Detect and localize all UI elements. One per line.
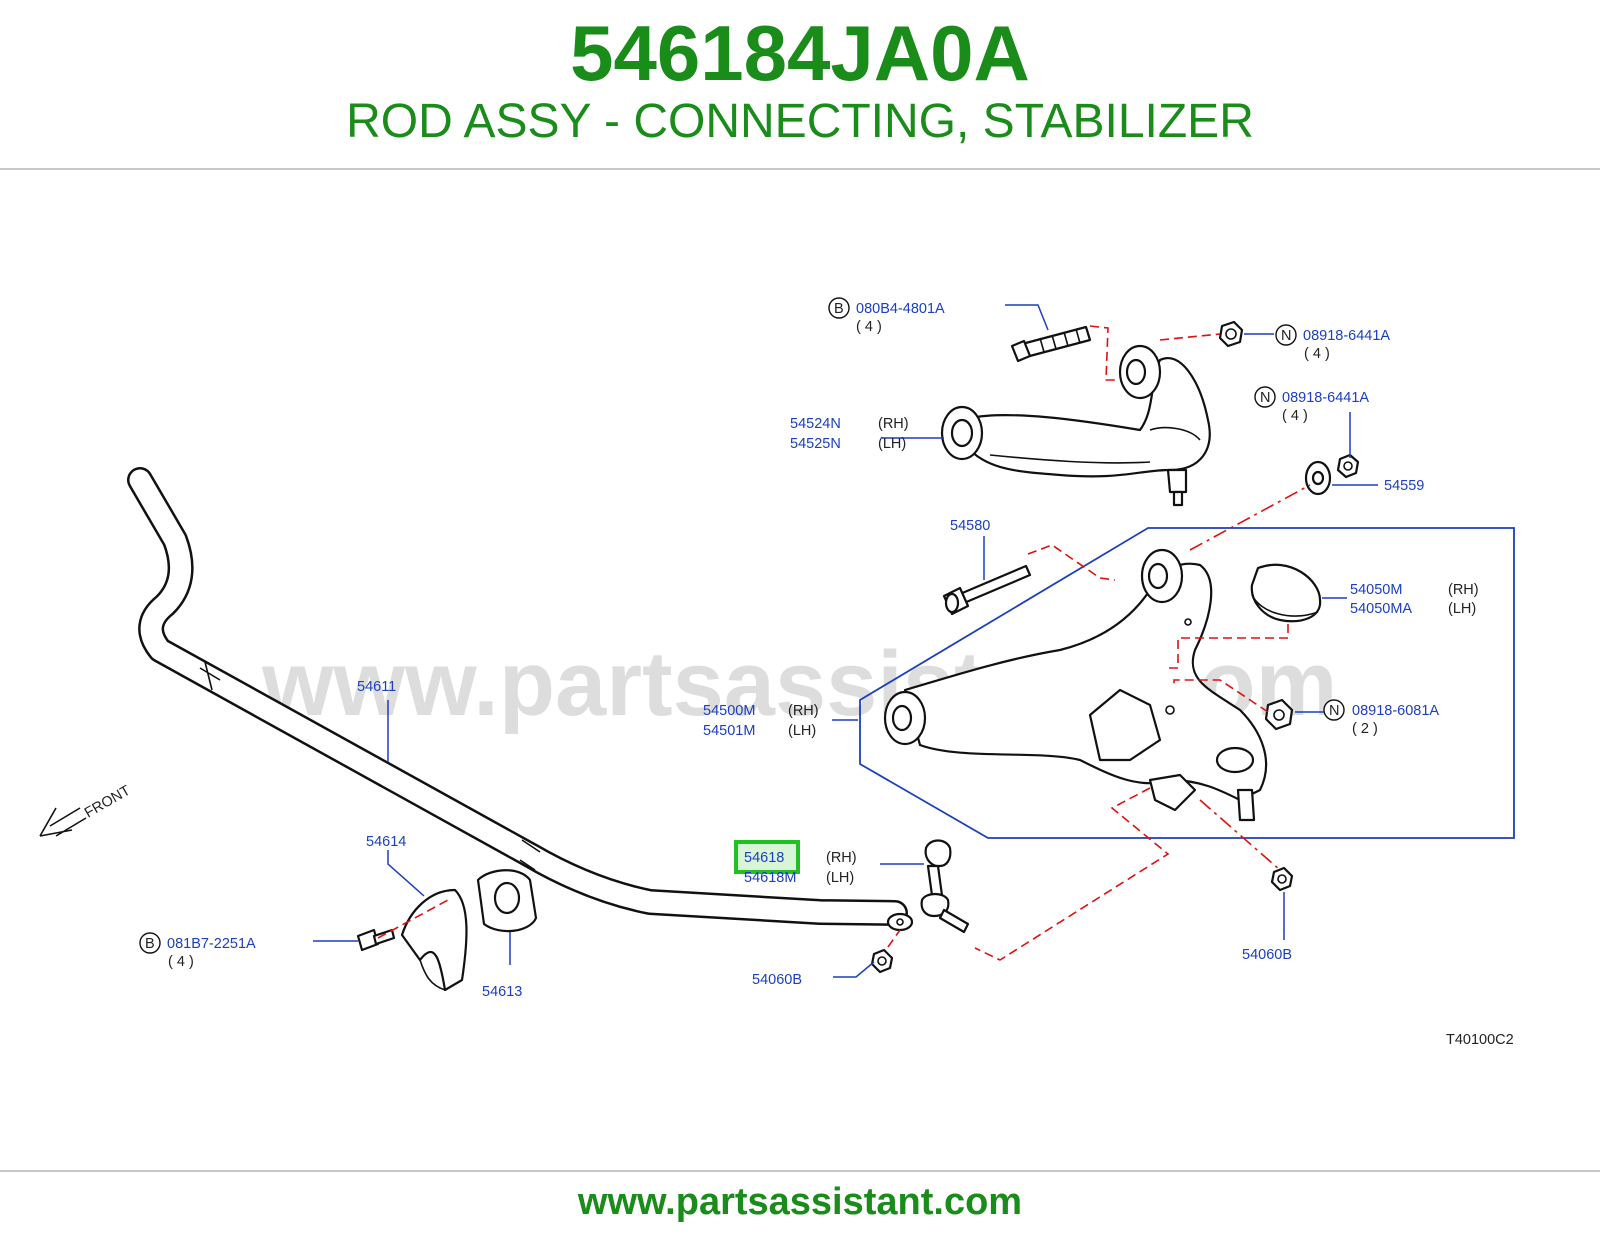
callout-qty: ( 4 ) — [168, 954, 194, 970]
stabilizer-bar[interactable] — [127, 467, 914, 932]
callout-54559[interactable]: 54559 — [1384, 478, 1424, 494]
callout-number: 54559 — [1384, 478, 1424, 494]
upper-arm-nut[interactable] — [1218, 320, 1244, 348]
lower-arm-frame — [859, 527, 1515, 839]
callout-side: (RH) — [826, 850, 857, 866]
callout-number: 54500M — [703, 703, 755, 719]
callout-number: 08918-6441A — [1303, 328, 1390, 344]
callout-side: (LH) — [878, 436, 906, 452]
callout-number: 080B4-4801A — [856, 301, 945, 317]
callout-54618m[interactable]: 54618M (LH) — [744, 870, 854, 886]
callout-08918-6081a[interactable]: N 08918-6081A ( 2 ) — [1323, 699, 1439, 737]
callout-number: 54618 — [744, 850, 784, 866]
callout-side: (RH) — [788, 703, 819, 719]
callout-number: 08918-6081A — [1352, 703, 1439, 719]
callout-54611[interactable]: 54611 — [357, 679, 396, 695]
rod-nut-left[interactable] — [870, 948, 894, 974]
callout-number: 54060B — [1242, 947, 1292, 963]
callout-54614[interactable]: 54614 — [366, 834, 406, 850]
figure-code: T40100C2 — [1446, 1032, 1514, 1048]
access-cover[interactable] — [1250, 563, 1322, 623]
callout-side: (LH) — [826, 870, 854, 886]
callout-54060b-left[interactable]: 54060B — [752, 972, 802, 988]
callout-54060b-right[interactable]: 54060B — [1242, 947, 1292, 963]
svg-text:N: N — [1329, 703, 1339, 719]
callout-54618-highlighted[interactable]: 54618 (RH) — [734, 840, 857, 874]
callout-qty: ( 2 ) — [1352, 721, 1378, 737]
callout-number: 54524N — [790, 416, 841, 432]
bolt-mark-icon — [828, 297, 850, 319]
nut-mark-icon — [1254, 386, 1276, 408]
svg-text:N: N — [1281, 328, 1291, 344]
lower-control-arm[interactable] — [883, 548, 1268, 822]
page-header: 546184JA0A ROD ASSY - CONNECTING, STABIL… — [0, 0, 1600, 170]
assembly-lines — [377, 325, 1311, 961]
callout-number: 54501M — [703, 723, 755, 739]
callout-qty: ( 4 ) — [856, 319, 882, 335]
callout-number: 54618M — [744, 870, 796, 886]
header-divider — [0, 168, 1600, 170]
footer-divider — [0, 1170, 1600, 1172]
footer-link[interactable]: www.partsassistant.com — [577, 1181, 1023, 1223]
part-number-title: 546184JA0A — [570, 9, 1030, 97]
callout-080b4[interactable]: B 080B4-4801A ( 4 ) — [828, 297, 945, 335]
callout-54613[interactable]: 54613 — [482, 984, 522, 1000]
callout-qty: ( 4 ) — [1304, 346, 1330, 362]
upper-arm-group — [940, 320, 1360, 507]
callout-number: 081B7-2251A — [167, 936, 256, 952]
svg-text:B: B — [145, 936, 155, 952]
parts-diagram: www.partsassistant.com — [39, 297, 1515, 1048]
callout-side: (LH) — [1448, 601, 1476, 617]
cam-nut[interactable] — [1336, 453, 1360, 479]
callout-54050ma[interactable]: 54050MA (LH) — [1350, 601, 1476, 617]
lower-arm-bolt[interactable] — [942, 564, 1032, 616]
callout-54050m[interactable]: 54050M (RH) — [1350, 582, 1479, 598]
svg-text:B: B — [834, 301, 844, 317]
stabilizer-bushing[interactable] — [476, 869, 538, 933]
callout-side: (RH) — [878, 416, 909, 432]
callout-side: (LH) — [788, 723, 816, 739]
callout-54501m[interactable]: 54501M (LH) — [703, 723, 816, 739]
callout-number: 54611 — [357, 679, 396, 695]
connecting-rod[interactable] — [920, 839, 970, 934]
bushing-clamp[interactable] — [400, 888, 468, 992]
callout-qty: ( 4 ) — [1282, 408, 1308, 424]
front-label: FRONT — [82, 783, 133, 822]
callout-54580[interactable]: 54580 — [950, 518, 990, 534]
nut-mark-icon — [1323, 699, 1345, 721]
part-description: ROD ASSY - CONNECTING, STABILIZER — [346, 95, 1254, 148]
callout-08918-mid[interactable]: N 08918-6441A ( 4 ) — [1254, 386, 1369, 424]
callout-number: 08918-6441A — [1282, 390, 1369, 406]
upper-arm-bolt[interactable] — [1010, 325, 1092, 363]
front-arrow-icon: FRONT — [39, 783, 133, 837]
callout-54524n[interactable]: 54524N (RH) — [790, 416, 909, 432]
callout-number: 54525N — [790, 436, 841, 452]
callout-54500m[interactable]: 54500M (RH) — [703, 703, 819, 719]
callout-number: 54580 — [950, 518, 990, 534]
clamp-bolt[interactable] — [356, 928, 396, 952]
callout-54525n[interactable]: 54525N (LH) — [790, 436, 906, 452]
cam-washer[interactable] — [1304, 460, 1332, 496]
bolt-mark-icon — [139, 932, 161, 954]
upper-control-arm[interactable] — [940, 344, 1211, 507]
callout-08918-top[interactable]: N 08918-6441A ( 4 ) — [1275, 324, 1390, 362]
rod-nut-right[interactable] — [1270, 866, 1294, 892]
callout-number: 54050MA — [1350, 601, 1412, 617]
highlight-box — [734, 840, 800, 874]
lower-arm-nut[interactable] — [1264, 698, 1294, 731]
svg-text:N: N — [1260, 390, 1270, 406]
callout-number: 54614 — [366, 834, 406, 850]
callout-number: 54050M — [1350, 582, 1402, 598]
callout-side: (RH) — [1448, 582, 1479, 598]
nut-mark-icon — [1275, 324, 1297, 346]
callout-number: 54060B — [752, 972, 802, 988]
callout-081b7[interactable]: B 081B7-2251A ( 4 ) — [139, 932, 256, 970]
callout-number: 54613 — [482, 984, 522, 1000]
